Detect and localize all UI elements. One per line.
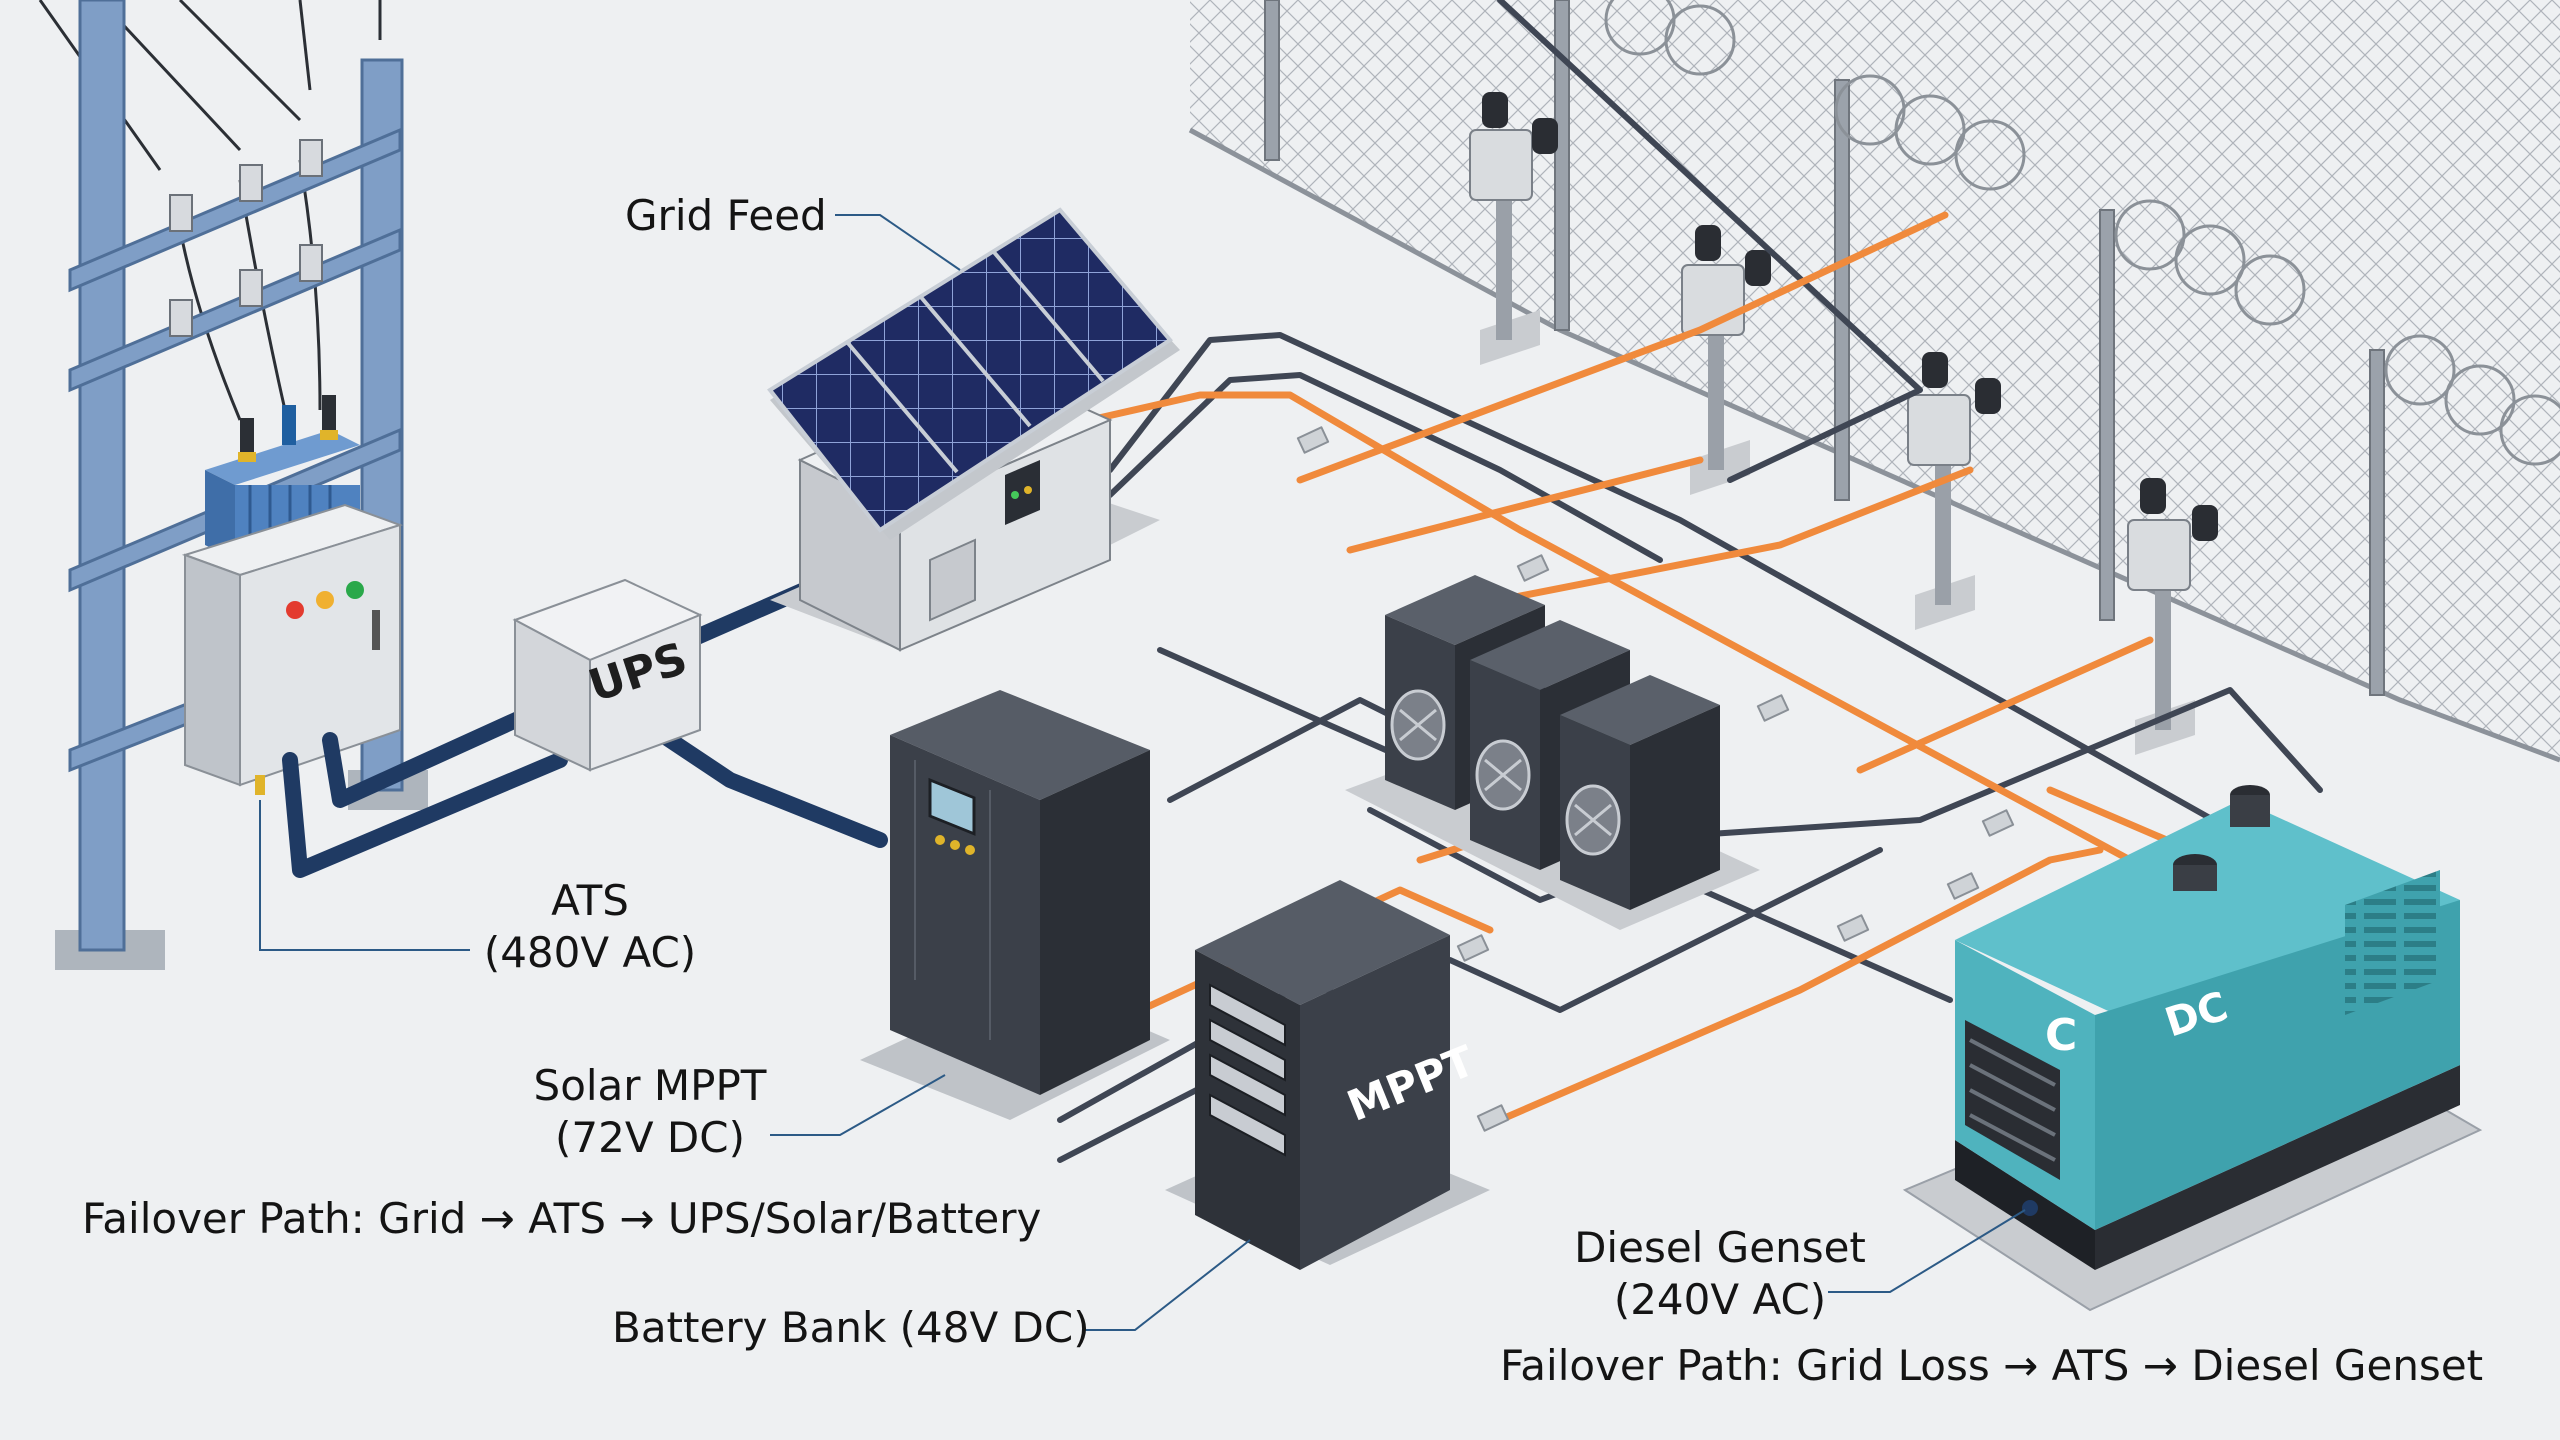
rack-units	[1209, 983, 1286, 1157]
fan-icon	[1475, 739, 1531, 811]
fence-posts	[1264, 0, 2385, 696]
cctv-camera-icon	[1907, 352, 2001, 630]
solar-mppt-label: Solar MPPT (72V DC)	[510, 1060, 790, 1164]
diesel-genset-spec: (240V AC)	[1613, 1275, 1827, 1324]
mppt-rack: MPPT	[1165, 880, 1490, 1270]
razor-wire-icon	[1604, 0, 2560, 466]
solar-mppt-spec: (72V DC)	[555, 1113, 745, 1162]
fan-icon	[1565, 784, 1621, 856]
ats-spec: (480V AC)	[483, 928, 697, 977]
diesel-genset-title: Diesel Genset	[1574, 1223, 1866, 1272]
battery-bank-label: Battery Bank (48V DC)	[612, 1303, 1090, 1352]
indicator-lights	[286, 581, 364, 619]
solar-panel-icon	[767, 207, 1180, 540]
grid-feed-label: Grid Feed	[625, 191, 827, 240]
camera-poles	[1469, 92, 2218, 755]
diesel-genset-label: Diesel Genset (240V AC)	[1540, 1222, 1900, 1326]
solar-mppt-title: Solar MPPT	[533, 1061, 767, 1110]
ats-title: ATS	[551, 876, 629, 925]
ups-tower-cabinet	[860, 690, 1170, 1120]
inverter-unit	[1560, 675, 1720, 910]
inverter-bank	[1345, 575, 1760, 930]
cctv-camera-icon	[1469, 92, 1558, 365]
failover-path-2-label: Failover Path: Grid Loss → ATS → Diesel …	[1500, 1341, 2484, 1390]
ats-label: ATS (480V AC)	[470, 875, 710, 979]
leader-lines	[259, 214, 2026, 1331]
genset-left-label: C	[2045, 1010, 2077, 1061]
diesel-genset: C DC	[1902, 785, 2483, 1312]
ups-box: UPS	[512, 578, 703, 772]
fan-icon	[1390, 689, 1446, 761]
electrical-panel	[181, 503, 404, 795]
insulators	[169, 139, 323, 337]
failover-path-1-label: Failover Path: Grid → ATS → UPS/Solar/Ba…	[82, 1194, 1042, 1243]
